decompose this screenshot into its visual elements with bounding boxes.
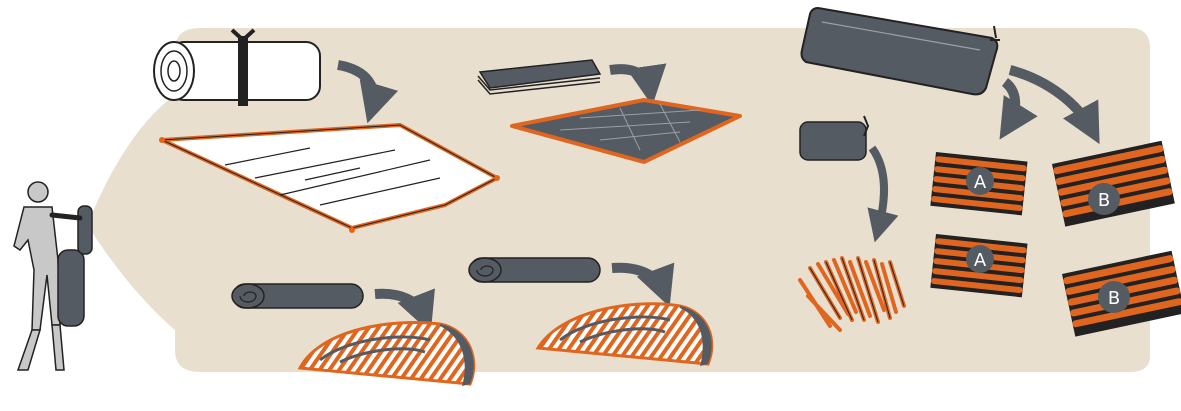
pole-bundle-icon: A: [930, 234, 1028, 298]
badge-a1-label: A: [974, 172, 987, 193]
badge-a1: [966, 167, 994, 195]
badge-b1: [1088, 183, 1120, 215]
badge-b2: [1098, 281, 1130, 313]
arrow-7: [1008, 65, 1100, 145]
arrow-6: [999, 78, 1038, 140]
tent-stakes-icon: [798, 256, 906, 332]
vestibule-floor-icon: [297, 321, 476, 386]
arrow-1: [336, 60, 399, 124]
stake-bag-icon: [799, 115, 870, 161]
pole-bundle-icon: B: [1062, 250, 1181, 337]
badge-b2-label: B: [1108, 288, 1120, 309]
rolled-vestibule-icon: [468, 257, 601, 283]
inner-tent-sheet-icon: [159, 123, 500, 233]
arrow-4: [611, 262, 675, 307]
pole-bundle-icon: B: [1052, 140, 1175, 227]
footprint-sheet-icon: [510, 98, 742, 164]
arrow-2: [609, 63, 667, 106]
folded-footprint-icon: [477, 59, 602, 95]
badge-a2-label: A: [974, 250, 987, 271]
arrow-5: [867, 145, 899, 243]
rolled-inner-tent-icon: [153, 28, 321, 106]
tent-bag-icon: [800, 6, 1000, 96]
person-holding-bag-icon: [13, 181, 93, 371]
rolled-vestibule-icon: [231, 283, 364, 309]
badge-a2: [966, 245, 994, 273]
arrow-3: [374, 288, 435, 333]
vestibule-floor-icon: [535, 302, 714, 366]
pole-bundle-icon: A: [930, 152, 1028, 216]
badge-b1-label: B: [1098, 190, 1110, 211]
